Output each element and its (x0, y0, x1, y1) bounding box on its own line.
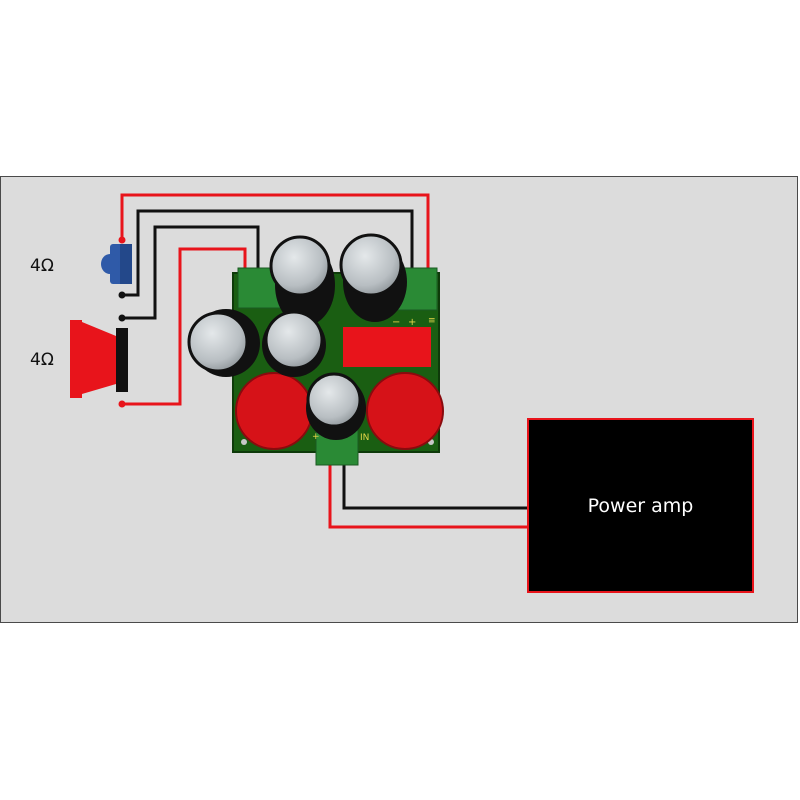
woofer-speaker-icon (70, 314, 128, 408)
wires (120, 193, 527, 529)
woofer-positive-wire (122, 247, 247, 406)
capacitor-4 (262, 310, 326, 377)
input-mark-plus: + (312, 432, 320, 442)
tweeter-negative-wire (122, 209, 414, 297)
amp-negative-wire (342, 465, 527, 510)
resistor (343, 327, 431, 367)
capacitor-2 (339, 233, 407, 322)
capacitor-3 (187, 309, 260, 377)
power-amp-box: Power amp (527, 418, 754, 593)
inductor-left (235, 372, 313, 450)
capacitor-1 (269, 235, 335, 326)
tweeter-positive-wire (120, 193, 430, 270)
input-mark-in: IN (360, 433, 369, 443)
inductor-right (366, 372, 444, 450)
woofer-impedance-label: 4Ω (30, 350, 54, 370)
capacitors (187, 233, 407, 440)
power-amp-label: Power amp (587, 494, 694, 517)
output-mark-plus: + (408, 317, 416, 328)
tweeter-impedance-label: 4Ω (30, 256, 54, 276)
woofer-negative-wire (122, 225, 260, 320)
output-mark-minus: − (392, 317, 400, 328)
amp-positive-wire (328, 465, 527, 529)
output-mark-ground: ≡ (428, 316, 436, 326)
capacitor-5 (306, 372, 366, 440)
tweeter-icon (101, 236, 132, 299)
